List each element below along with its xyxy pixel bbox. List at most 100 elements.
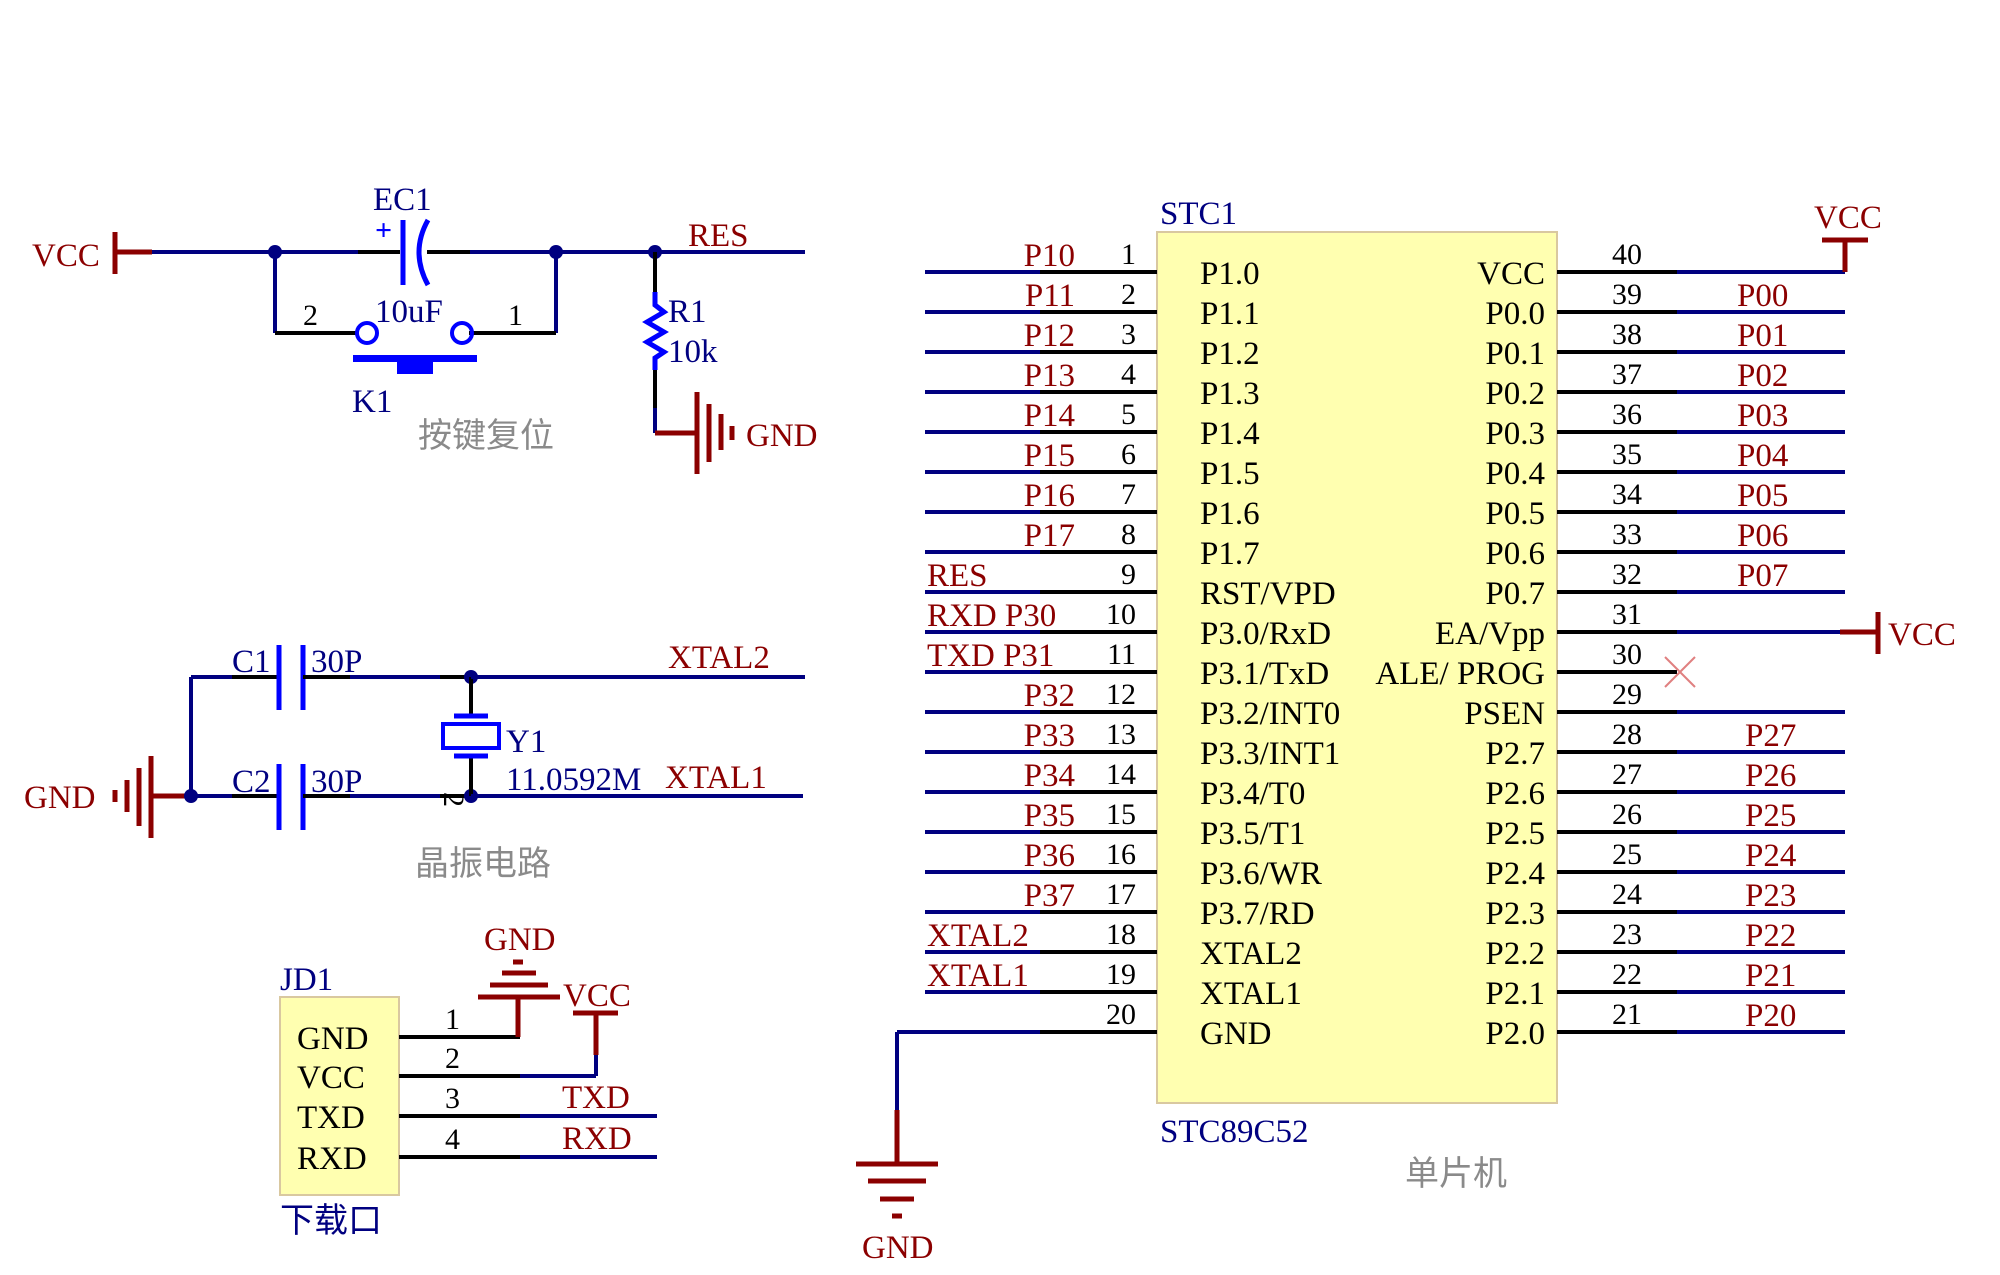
net-label: TXD P31 <box>927 638 1054 674</box>
reset-vcc-label: VCC <box>32 238 100 274</box>
pin-number: 36 <box>1612 398 1642 431</box>
k1-ref: K1 <box>352 384 392 420</box>
pin-number: 15 <box>1106 798 1136 831</box>
pin-name: P3.3/INT1 <box>1200 736 1340 772</box>
k1-contact-icon <box>450 321 474 345</box>
pin-number: 19 <box>1106 958 1136 991</box>
net-label: P22 <box>1745 918 1796 954</box>
pin-number: 13 <box>1106 718 1136 751</box>
c1-ref: C1 <box>232 644 271 680</box>
pin-name: XTAL2 <box>1200 936 1302 972</box>
pin-number: 29 <box>1612 678 1642 711</box>
pin-number: 27 <box>1612 758 1642 791</box>
pin-number: 22 <box>1612 958 1642 991</box>
crystal-circuit: GND C1 30P C2 30P 2 Y1 11.0592M <box>24 640 805 884</box>
ec1-value: 10uF <box>375 294 443 330</box>
net-label: P05 <box>1737 478 1788 514</box>
net-label: P24 <box>1745 838 1796 874</box>
pin-number: 35 <box>1612 438 1642 471</box>
pin-number: 17 <box>1106 878 1136 911</box>
mcu: STC1 STC89C52 单片机 1P1.0P102P1.1P113P1.2P… <box>856 196 1956 1266</box>
jd1-vcc-symbol-icon <box>573 1010 618 1076</box>
pin-name: P2.4 <box>1485 856 1545 892</box>
pin-number: 8 <box>1121 518 1136 551</box>
pin-name: P3.6/WR <box>1200 856 1322 892</box>
pin-number: 6 <box>1121 438 1136 471</box>
jd1-connector-body <box>279 996 400 1196</box>
net-label: P20 <box>1745 998 1796 1034</box>
pin-name: P0.0 <box>1485 296 1545 332</box>
net-label: RES <box>927 558 988 594</box>
net-label: RXD <box>562 1121 632 1157</box>
net-label: P10 <box>1024 238 1075 274</box>
pin-name: P3.2/INT0 <box>1200 696 1340 732</box>
pin-name: P0.6 <box>1485 536 1545 572</box>
c2-ref: C2 <box>232 764 271 800</box>
pin-number: 33 <box>1612 518 1642 551</box>
pin-number: 2 <box>1121 278 1136 311</box>
pin-number: 11 <box>1107 638 1136 671</box>
net-label: P04 <box>1737 438 1788 474</box>
ea-vcc-symbol-icon <box>1840 612 1881 654</box>
y1-ref: Y1 <box>506 724 546 760</box>
net-label: P01 <box>1737 318 1788 354</box>
net-label: P07 <box>1737 558 1788 594</box>
mcu-part: STC89C52 <box>1160 1114 1309 1150</box>
r1-resistor-icon <box>642 292 669 370</box>
net-label: P35 <box>1024 798 1075 834</box>
net-label: P21 <box>1745 958 1796 994</box>
reset-circuit: VCC + EC1 10uF 2 1 K1 RES R <box>32 182 818 474</box>
pin-name: P2.3 <box>1485 896 1545 932</box>
mcu-gnd-label: GND <box>862 1230 934 1266</box>
pin-number: 5 <box>1121 398 1136 431</box>
pin-name: P0.4 <box>1485 456 1545 492</box>
no-connect-x-icon <box>1664 656 1696 688</box>
jd1-ref: JD1 <box>280 962 333 998</box>
net-label: P11 <box>1025 278 1075 314</box>
net-label: P26 <box>1745 758 1796 794</box>
ea-vcc-label: VCC <box>1888 617 1956 653</box>
c1-value: 30P <box>311 644 362 680</box>
pin-number: 12 <box>1106 678 1136 711</box>
pin-number: 20 <box>1106 998 1136 1031</box>
net-label: P06 <box>1737 518 1788 554</box>
pin-number: 1 <box>445 1003 460 1036</box>
crystal-gnd-symbol-icon <box>112 756 191 838</box>
pin-name: P1.3 <box>1200 376 1260 412</box>
pin-name: P1.4 <box>1200 416 1260 452</box>
pin-number: 37 <box>1612 358 1642 391</box>
pin-name: P0.5 <box>1485 496 1545 532</box>
pin-name: P0.3 <box>1485 416 1545 452</box>
pin-name: EA/Vpp <box>1435 616 1545 652</box>
pin-name: P1.2 <box>1200 336 1260 372</box>
c2-value: 30P <box>311 764 362 800</box>
pin-number: 3 <box>445 1082 460 1115</box>
k1-actuator-bar-icon <box>353 355 477 362</box>
ec1-ref: EC1 <box>373 182 432 218</box>
pin-number: 38 <box>1612 318 1642 351</box>
pin-name: P2.6 <box>1485 776 1545 812</box>
pin-name: PSEN <box>1464 696 1545 732</box>
y1-pin-mark: 2 <box>437 792 470 807</box>
pin-name: P2.7 <box>1485 736 1545 772</box>
